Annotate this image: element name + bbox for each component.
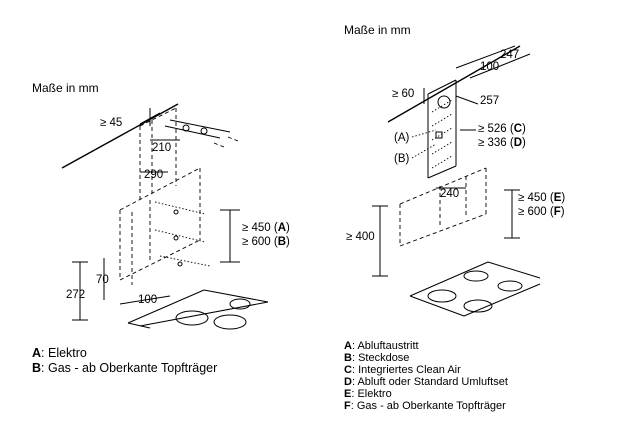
right-legend-e: E: Elektro bbox=[344, 388, 392, 400]
left-hob bbox=[127, 289, 269, 330]
right-legend-c: C: Integriertes Clean Air bbox=[344, 364, 461, 376]
left-dim-600: ≥ 600 (B) bbox=[242, 236, 290, 248]
right-dim-60: ≥ 60 bbox=[392, 88, 414, 100]
left-dim-210: 210 bbox=[152, 142, 171, 154]
left-dim-450: ≥ 450 (A) bbox=[242, 222, 290, 234]
right-legend-a: A: Abluftaustritt bbox=[344, 340, 419, 352]
right-dim-240: 240 bbox=[440, 188, 459, 200]
right-legend-f: F: Gas - ab Oberkante Topfträger bbox=[344, 400, 506, 412]
left-dim-290: 290 bbox=[144, 169, 163, 181]
left-dim-45: ≥ 45 bbox=[100, 117, 122, 129]
left-header: Maße in mm bbox=[32, 81, 99, 95]
right-hood-body bbox=[399, 167, 487, 247]
right-header: Maße in mm bbox=[344, 23, 411, 37]
right-hob bbox=[409, 261, 541, 317]
left-dim-272: 272 bbox=[66, 289, 85, 301]
right-dim-336: ≥ 336 (D) bbox=[478, 137, 526, 149]
right-dim-450: ≥ 450 (E) bbox=[518, 192, 565, 204]
right-dim-526: ≥ 526 (C) bbox=[478, 123, 526, 135]
right-ceiling-line bbox=[387, 45, 521, 123]
right-legend-b: B: Steckdose bbox=[344, 352, 409, 364]
exhaust-outlet-circle bbox=[437, 95, 451, 109]
right-marker-a: (A) bbox=[394, 132, 410, 144]
right-chimney bbox=[427, 79, 457, 179]
left-chimney-upper bbox=[139, 107, 177, 200]
right-legend-d: D: Abluft oder Standard Umluftset bbox=[344, 376, 508, 388]
right-dim-400: ≥ 400 bbox=[346, 231, 375, 243]
left-diagram: Maße in mm ≥ 45 210 290 bbox=[32, 81, 290, 375]
right-marker-b: (B) bbox=[394, 153, 410, 165]
left-legend-a: A: Elektro bbox=[32, 346, 87, 360]
right-dim-257: 257 bbox=[480, 95, 499, 107]
left-dim-70: 70 bbox=[96, 274, 109, 286]
left-hood-body bbox=[119, 167, 211, 285]
right-dim-100: 100 bbox=[480, 61, 499, 73]
right-dim-600: ≥ 600 (F) bbox=[518, 206, 565, 218]
right-dim-247: 247 bbox=[500, 49, 519, 61]
left-ceiling-line bbox=[61, 103, 179, 169]
right-diagram: Maße in mm 247 100 ≥ 60 257 (A) bbox=[344, 23, 565, 412]
left-dim-100: 100 bbox=[138, 294, 157, 306]
socket-square bbox=[435, 131, 443, 139]
left-wall-bracket bbox=[164, 119, 239, 148]
left-legend-b: B: Gas - ab Oberkante Topfträger bbox=[32, 361, 217, 375]
